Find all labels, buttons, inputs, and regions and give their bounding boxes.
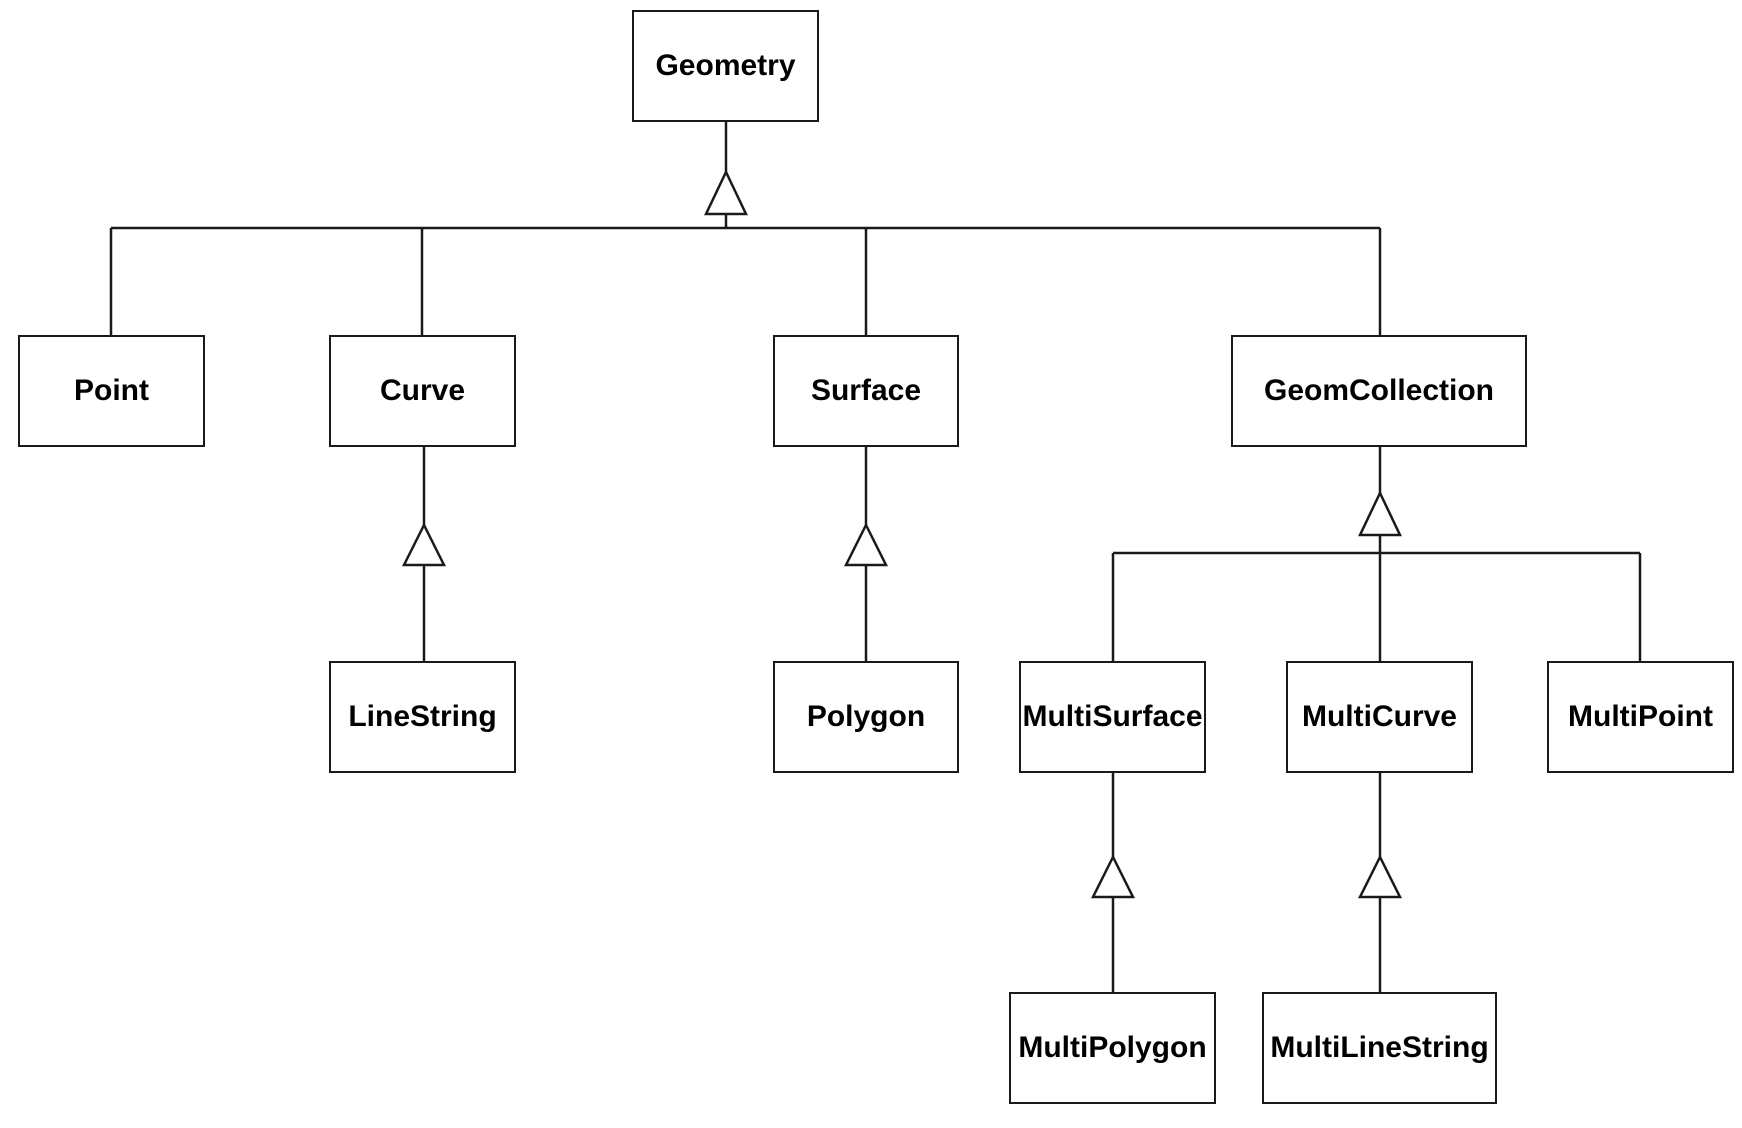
class-box-surface: Surface (773, 335, 959, 447)
generalization-arrow-geomcollection (1358, 490, 1402, 537)
class-label-surface: Surface (810, 374, 922, 407)
class-label-curve: Curve (379, 374, 466, 407)
class-label-polygon: Polygon (806, 700, 926, 733)
class-box-multicurve: MultiCurve (1286, 661, 1473, 773)
generalization-arrow-surface (843, 522, 889, 567)
class-box-linestring: LineString (329, 661, 516, 773)
class-label-multisurface: MultiSurface (1022, 700, 1203, 733)
class-label-point: Point (74, 374, 149, 407)
class-box-polygon: Polygon (773, 661, 959, 773)
class-label-geometry: Geometry (655, 49, 796, 82)
class-box-multilinestring: MultiLineString (1262, 992, 1497, 1104)
generalization-arrow-multicurve (1357, 854, 1403, 899)
class-box-curve: Curve (329, 335, 516, 447)
class-box-multipolygon: MultiPolygon (1009, 992, 1216, 1104)
class-box-geomcollection: GeomCollection (1231, 335, 1527, 447)
class-label-multicurve: MultiCurve (1301, 700, 1457, 733)
generalization-arrow-geometry (704, 169, 748, 216)
class-label-multipoint: MultiPoint (1568, 700, 1713, 733)
generalization-arrow-multisurface (1090, 854, 1136, 899)
class-box-geometry: Geometry (632, 10, 819, 122)
class-label-linestring: LineString (348, 700, 497, 733)
class-box-multisurface: MultiSurface (1019, 661, 1206, 773)
generalization-arrow-curve (401, 522, 447, 567)
class-box-multipoint: MultiPoint (1547, 661, 1734, 773)
class-label-multilinestring: MultiLineString (1270, 1031, 1489, 1064)
class-label-multipolygon: MultiPolygon (1018, 1031, 1207, 1064)
class-label-geomcollection: GeomCollection (1263, 374, 1495, 407)
class-box-point: Point (18, 335, 205, 447)
